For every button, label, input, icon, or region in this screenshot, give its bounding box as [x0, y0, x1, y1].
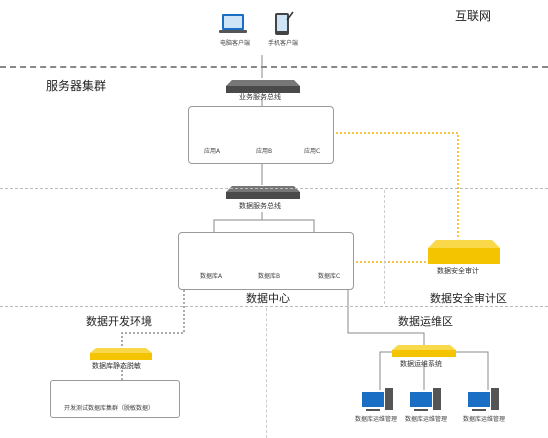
app-server-group — [188, 106, 334, 164]
internet-divider — [0, 66, 548, 68]
link-dc-ops — [347, 290, 425, 345]
link-ops-terminals — [379, 351, 489, 390]
ops-system-label: 数据运维系统 — [400, 360, 442, 368]
workstation-icon-3 — [468, 388, 499, 411]
ops-terminal-label-2: 数据库运维管理 — [405, 416, 448, 423]
database-b-label: 数据库B — [258, 273, 281, 280]
laptop-icon — [219, 14, 247, 33]
tablet-icon — [275, 11, 294, 35]
ops-system-appliance-icon — [392, 345, 456, 357]
ops-terminal-label-3: 数据库运维管理 — [463, 416, 506, 423]
server-cluster-label: 服务器集群 — [46, 79, 107, 93]
workstation-icon-2 — [410, 388, 441, 411]
link-databus-dbs — [213, 219, 315, 232]
business-bus-label: 业务服务总线 — [239, 93, 281, 101]
ops-zone-label: 数据运维区 — [398, 315, 453, 328]
data-bus-switch-icon — [226, 186, 300, 199]
app-c-label: 应用C — [304, 148, 321, 155]
workstation-icon-1 — [362, 388, 393, 411]
datacenter-divider — [0, 306, 548, 307]
business-bus-switch-icon — [226, 80, 300, 93]
test-cluster-label: 开发测试数据库集群（脱敏数据） — [64, 405, 155, 412]
link-dc-dev — [121, 290, 185, 348]
test-cluster-group — [50, 380, 180, 418]
data-center-group — [178, 232, 354, 290]
security-audit-appliance-icon — [428, 240, 500, 264]
data-security-zone-label: 数据安全审计区 — [430, 292, 507, 305]
desensitization-appliance-icon — [90, 348, 152, 360]
lower-vertical-divider — [266, 308, 267, 438]
mobile-client-label: 手机客户端 — [268, 40, 299, 47]
ops-terminal-label-1: 数据库运维管理 — [355, 416, 398, 423]
pc-client-label: 电脑客户端 — [220, 40, 251, 47]
desensitization-label: 数据库静态脱敏 — [92, 362, 141, 370]
data-bus-label: 数据服务总线 — [239, 202, 281, 210]
cluster-divider — [0, 188, 548, 189]
database-a-label: 数据库A — [200, 273, 223, 280]
internet-zone-label: 互联网 — [455, 9, 492, 23]
security-audit-label: 数据安全审计 — [437, 267, 479, 275]
data-center-label: 数据中心 — [246, 292, 290, 305]
app-b-label: 应用B — [256, 148, 273, 155]
dev-env-label: 数据开发环境 — [86, 315, 152, 328]
app-a-label: 应用A — [204, 148, 221, 155]
database-c-label: 数据库C — [318, 273, 341, 280]
zone-vertical-divider — [384, 190, 385, 304]
link-app-audit — [332, 132, 459, 238]
